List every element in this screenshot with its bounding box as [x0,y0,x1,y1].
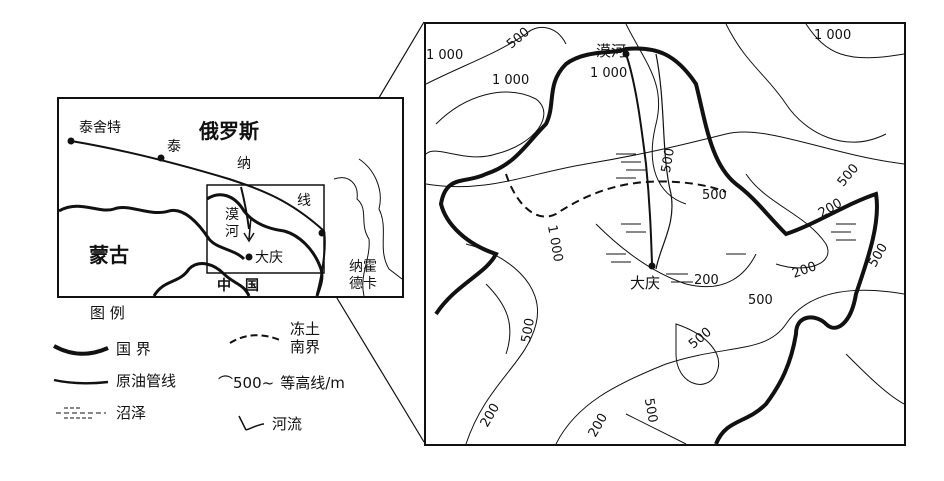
pipeline-detail [625,53,653,265]
contour-label: 500 [640,396,660,425]
detail-extent-rect [206,184,325,274]
overview-map: 泰舍特 泰 俄罗斯 纳 线 漠河 大庆 蒙古 中国 纳霍德卡 [57,97,404,298]
legend-item-contour: ⌒500~ 等高线/m [218,374,345,392]
pipeline-branch [240,186,250,230]
detail-label-daqing: 大庆 [630,274,661,292]
contour-lines [426,24,904,444]
label-tai: 泰 [167,139,181,155]
border-china-russia [206,193,324,296]
pipeline-symbol [53,378,109,385]
contour-label: 500 [748,293,773,308]
detail-daqing-dot [648,262,656,270]
contour-label: 1 000 [590,66,628,81]
detail-map: 漠河 大庆 1 000 500 1 000 1 000 1 000 500 50… [424,22,906,446]
city-taishete-dot [67,137,75,145]
coastline [333,177,370,296]
overview-map-drawing [59,137,402,296]
label-na: 纳 [237,156,251,172]
label-nahodka: 纳霍德卡 [349,259,377,292]
detail-mohe-dot [622,50,630,58]
contour-label: 1 000 [814,28,852,43]
swamp-symbol [56,407,106,418]
river-symbol [238,415,265,431]
city-nahodka-dot [318,229,326,237]
label-xian: 线 [297,193,311,209]
contour-label: 500 [702,188,727,203]
contour-label: 1 000 [426,48,464,63]
label-taishete: 泰舍特 [79,120,121,136]
legend-item-river: 河流 [236,412,302,434]
contour-label: 200 [694,273,719,288]
label-mohe: 漠河 [225,207,239,240]
city-daqing-dot [245,253,253,261]
legend-item-swamp: 沼泽 [52,402,146,423]
pipeline-overview [70,140,326,295]
label-china: 中国 [217,278,273,294]
label-mongolia: 蒙古 [89,243,129,267]
label-russia: 俄罗斯 [199,119,259,143]
legend-item-pipeline: 原油管线 [52,370,176,391]
china-border [434,46,879,444]
legend-title: 图 例 [90,304,125,322]
contour-label: 1 000 [492,73,530,88]
border-mongolia-russia [59,204,246,261]
label-daqing: 大庆 [255,250,283,266]
contour-symbol: ⌒500~ [218,374,275,392]
legend-item-border: 国 界 [52,338,151,359]
river-detail [655,53,673,270]
detail-label-mohe: 漠河 [596,42,627,60]
permafrost-symbol [229,334,283,344]
river-arrow [243,216,255,243]
city-tai-dot [157,154,165,162]
swamp-marks [606,153,856,283]
detail-map-drawing [426,24,904,444]
coastline-east [358,158,402,280]
border-symbol [53,343,109,356]
legend-item-permafrost: 冻土南界 [228,320,324,356]
permafrost-line [505,173,727,218]
